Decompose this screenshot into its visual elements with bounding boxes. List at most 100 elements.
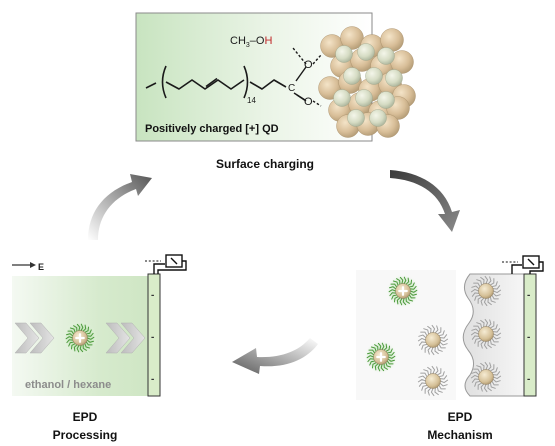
free-qd-1-ligand-10: [391, 294, 398, 300]
deposited-qd-5-ligand-4: [436, 386, 443, 393]
processing-qd-ligand-12: [65, 336, 73, 340]
free-qd-1-ligand-22: [409, 285, 417, 290]
nanocrystal-surface-atom-2: [357, 43, 375, 61]
free-qd-1: [385, 273, 421, 309]
free-qd-2-ligand-4: [385, 362, 392, 368]
free-qd-1-ligand-8: [396, 297, 401, 305]
free-qd-1-ligand-21: [408, 282, 415, 288]
deposited-qd-2-ligand-2: [492, 335, 501, 340]
deposited-qd-1-ligand-17: [487, 276, 492, 285]
deposited-qd-4-ligand-16: [431, 324, 436, 333]
charged-qd-processing: [62, 320, 98, 356]
free-qd-2-ligand-17: [377, 342, 382, 351]
free-qd-1-ligand-19: [405, 277, 410, 285]
processing-qd-ligand-11: [66, 339, 74, 344]
flow-chevron-3: [105, 322, 131, 354]
free-qd-1-ligand-4: [407, 296, 414, 302]
flow-chevron-4: [120, 322, 146, 354]
free-qd-1-ligand-11: [389, 292, 397, 297]
electric-field-indicator: E: [12, 262, 44, 272]
nanocrystal-surface-atom-8: [355, 89, 373, 107]
deposited-qd-1-ligand-14: [476, 279, 483, 286]
deposited-qd-2: [470, 318, 502, 350]
deposited-qd-1-ligand-10: [471, 292, 480, 297]
processing-qd-ligand-20: [84, 326, 90, 333]
free-qd-2-ligand-15: [370, 346, 377, 352]
nanocrystal-surface-atom-10: [347, 109, 365, 127]
deposited-qd-3-ligand-3: [491, 380, 499, 386]
deposited-qd-2-ligand-17: [487, 319, 492, 328]
deposited-qd-1-ligand-8: [477, 296, 483, 304]
deposited-qd-5-ligand-12: [418, 375, 427, 380]
deposited-qd-5-ligand-8: [424, 386, 430, 394]
deposited-qd-2-ligand-20: [492, 328, 501, 333]
processing-qd-ligand-8: [73, 344, 78, 352]
deposited-qd-4-ligand-9: [421, 343, 428, 350]
deposited-qd-4-ligand-8: [424, 345, 430, 353]
processing-qd-ligand-22: [86, 332, 94, 337]
free-qd-1-ligand-20: [407, 279, 413, 286]
oxygen-bottom-label: O: [304, 96, 313, 108]
field-label: E: [38, 262, 44, 272]
solvent-label: ethanol / hexane: [25, 379, 111, 391]
free-qd-1-ligand-9: [393, 296, 399, 303]
deposited-qd-1-core: [478, 283, 494, 299]
deposited-qd-2-ligand-1: [493, 332, 502, 337]
deposited-qd-3-ligand-6: [483, 384, 488, 393]
surface-charging-label: Surface charging: [216, 157, 314, 171]
deposited-qd-2-ligand-10: [471, 335, 480, 340]
deposited-qd-2-ligand-18: [489, 321, 495, 329]
deposited-qd-4-ligand-12: [418, 334, 427, 339]
nanocrystal-surface-atom-6: [385, 69, 403, 87]
free-qd-1-ligand-18: [403, 276, 407, 285]
processing-qd-ligand-15: [69, 327, 76, 333]
processing-electrode: - - -: [147, 273, 161, 397]
deposited-qd-5-ligand-5: [434, 387, 439, 396]
deposited-qd-2-ligand-9: [474, 337, 481, 344]
surface-charging-panel: 14 C O O CH3–OH Positively charged [+] Q…: [135, 12, 416, 142]
deposited-qd-2-ligand-13: [473, 325, 481, 331]
free-qd-1-plus-icon: [398, 286, 408, 296]
deposited-qd-1-ligand-2: [492, 292, 501, 297]
free-qd-2-ligand-13: [367, 352, 375, 356]
deposited-qd-3-ligand-19: [491, 367, 498, 374]
deposited-qd-5-ligand-3: [438, 384, 446, 390]
processing-qd-ligand-21: [85, 329, 92, 335]
processing-qd-ligand-18: [80, 323, 84, 332]
deposited-qd-1-ligand-19: [491, 281, 498, 288]
deposited-qd-5-ligand-1: [440, 379, 449, 384]
free-qd-2-ligand-19: [383, 343, 388, 351]
deposited-qd-3-ligand-2: [492, 378, 501, 383]
processing-qd-ligand-16: [73, 325, 78, 332]
free-qd-1-ligand-6: [402, 297, 407, 306]
deposited-qd-4-ligand-10: [418, 341, 427, 346]
deposited-qd-3-ligand-10: [471, 378, 480, 383]
methanol-ch: CH: [230, 35, 246, 47]
epd-processing-panel: E ethanol / hexane - - -: [12, 254, 187, 397]
deposited-qds: [417, 275, 502, 397]
free-qd-2-ligand-3: [386, 360, 394, 365]
mechanism-circuit-symbol: [502, 255, 544, 274]
deposited-qd-1-ligand-4: [489, 296, 496, 303]
processing-qd-ligand-19: [82, 324, 87, 332]
deposited-qd-2-ligand-16: [484, 318, 489, 327]
deposited-qd-2-ligand-15: [480, 319, 485, 328]
deposited-qd-3-ligand-14: [476, 365, 483, 372]
cycle-arrow-to-right: [390, 170, 460, 232]
nanocrystal-surface-atom-7: [333, 89, 351, 107]
chain-subscript: 14: [247, 96, 256, 105]
epd-mechanism-panel: - - -: [356, 255, 544, 400]
free-qd-1-ligand-3: [408, 294, 416, 299]
nanocrystal-surface-atom-9: [377, 91, 395, 109]
deposited-qd-4-ligand-3: [438, 343, 446, 349]
free-qd-1-ligand-14: [390, 283, 398, 288]
methanol-formula: CH3–OH: [230, 35, 272, 49]
deposited-qd-2-ligand-19: [491, 324, 498, 331]
epd-processing-label-1: EPD: [73, 410, 98, 424]
processing-qd-ligand-5: [82, 344, 87, 351]
nanocrystal-surface-atom-11: [369, 109, 387, 127]
deposited-qd-4-ligand-19: [438, 330, 445, 337]
processing-qd-ligand-6: [79, 344, 84, 353]
deposited-qd-5-ligand-7: [427, 387, 432, 396]
processing-qd-plus-icon: [75, 333, 85, 343]
